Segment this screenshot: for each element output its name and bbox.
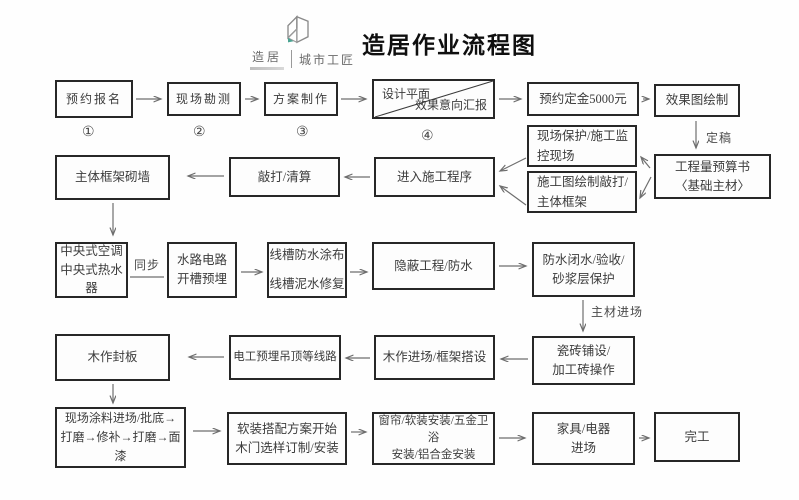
effect-intent-label: 效果意向汇报 [414, 98, 487, 112]
step-number-2: ② [193, 125, 206, 140]
flow-node-render: 效果图绘制 [654, 84, 740, 117]
flow-node-enter-construction: 进入施工程序 [374, 157, 495, 197]
flow-node-frame-wall: 主体框架砌墙 [55, 155, 170, 200]
flow-node-signup: 预约报名 [55, 80, 133, 118]
step-number-3: ③ [296, 125, 309, 140]
flow-node-furniture: 家具/电器 进场 [532, 412, 635, 465]
arrow-drawing-enter [500, 186, 527, 206]
flow-node-hidden-works: 隐蔽工程/防水 [372, 242, 495, 290]
flow-node-waterproof-check: 防水闭水/验收/ 砂浆层保护 [532, 242, 635, 297]
flow-node-plan: 方案制作 [264, 82, 338, 116]
flow-node-paint: 现场涂料进场/批底→ 打磨→修补→打磨→面 漆 [55, 407, 186, 468]
flow-node-hvac: 中央式空调 中央式热水器 [55, 242, 128, 298]
logo-subtext-decoration [250, 67, 284, 70]
edge-label-materials-enter: 主材进场 [591, 305, 644, 319]
edge-label-sync: 同步 [134, 258, 161, 272]
page-title: 造居作业流程图 [362, 33, 537, 58]
flow-node-pipes: 水路电路 开槽预埋 [167, 242, 237, 298]
flow-node-electric-ceiling: 电工预埋吊顶等线路 [229, 335, 341, 380]
flow-node-wood-enter: 木作进场/框架搭设 [374, 335, 495, 380]
flow-node-construction-drawing: 施工图绘制敲打/ 主体框架 [527, 171, 637, 213]
edge-label-final-draft: 定稿 [706, 131, 733, 145]
flow-node-site-protect: 现场保护/施工监 控现场 [527, 125, 637, 167]
flow-node-tiles: 瓷砖铺设/ 加工砖操作 [532, 336, 635, 385]
step-number-1: ① [82, 125, 95, 140]
logo-wordmark: 造居 城市工匠 [250, 48, 355, 70]
arrow-budget-protect [641, 157, 651, 169]
flow-node-budget: 工程量预算书 〈基础主材〉 [654, 154, 771, 199]
flow-node-soft-deco: 软装搭配方案开始 木门选样订制/安装 [227, 412, 347, 465]
arrow-protect-enter [500, 157, 527, 171]
flow-node-deposit: 预约定金5000元 [527, 82, 639, 116]
flow-node-wood-panel: 木作封板 [55, 334, 170, 381]
flow-node-curtain-install: 窗帘/软装安装/五金卫浴 安装/铝合金安装 [372, 412, 495, 465]
flow-node-trough: 线槽防水涂布 线槽泥水修复 [267, 242, 347, 298]
logo-divider [291, 50, 292, 68]
flow-node-done: 完工 [654, 412, 740, 462]
flow-node-survey: 现场勘测 [167, 82, 241, 116]
logo-name: 造居 [251, 50, 282, 64]
step-number-4: ④ [421, 129, 434, 144]
flow-node-knock-settle: 敲打/清算 [229, 157, 340, 197]
logo-house-icon [287, 15, 309, 44]
logo-tagline: 城市工匠 [299, 52, 356, 67]
flow-node-design-report: 设计平面 效果意向汇报 [372, 79, 495, 119]
arrow-budget-drawing [640, 176, 652, 198]
